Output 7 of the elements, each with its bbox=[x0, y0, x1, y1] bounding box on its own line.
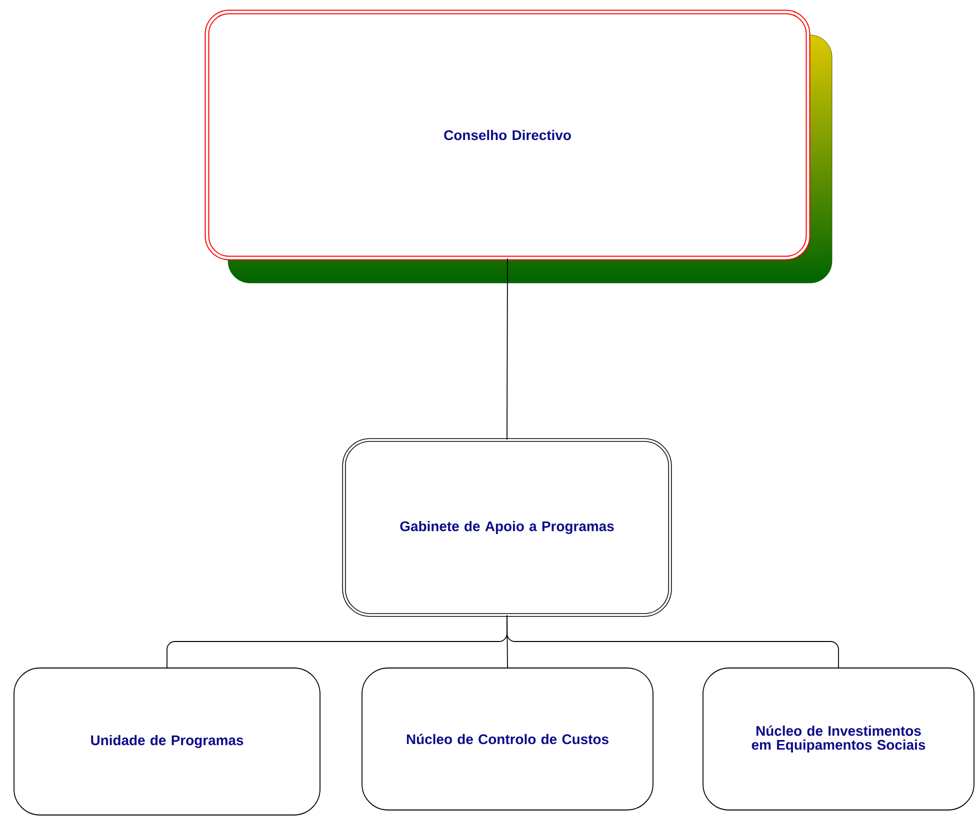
unit-box: Unidade de Programas bbox=[14, 668, 320, 816]
unit-box: Núcleo de Investimentos em Equipamentos Sociais bbox=[702, 668, 974, 810]
connector-line bbox=[506, 614, 839, 668]
unit-box: Núcleo de Controlo de Custos bbox=[362, 668, 654, 810]
unit-box: Gabinete de Apoio a Programas bbox=[342, 438, 672, 617]
board-box: Conselho Directivo bbox=[204, 10, 832, 284]
connector-line bbox=[506, 258, 508, 440]
